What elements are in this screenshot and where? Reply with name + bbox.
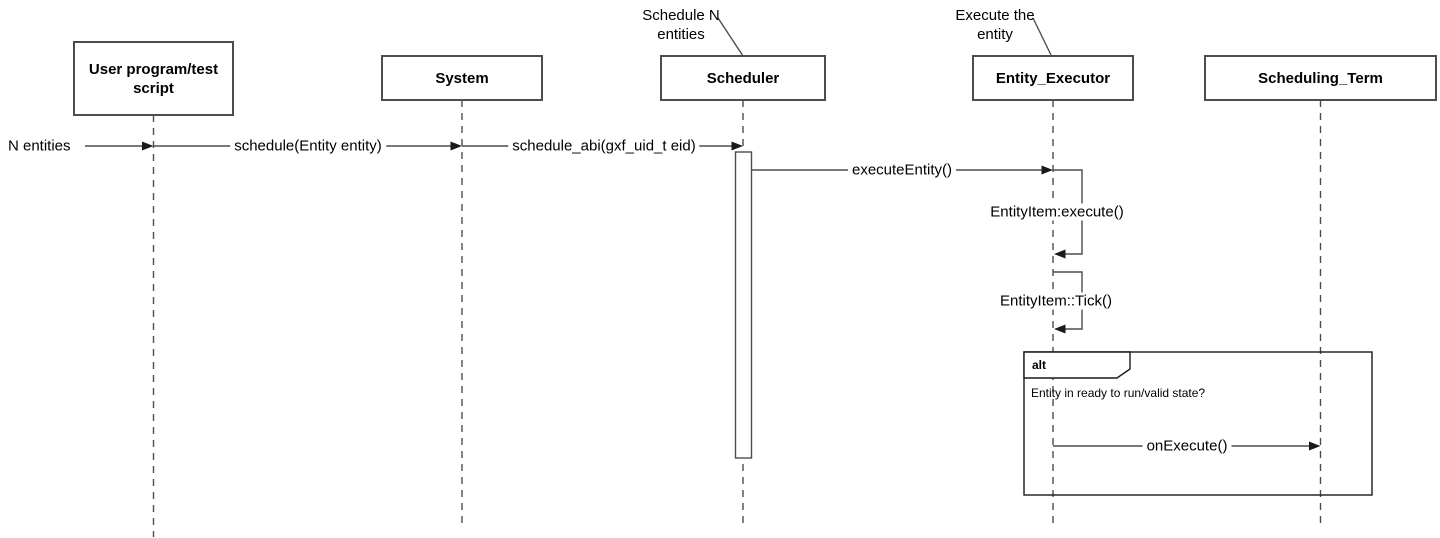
arrowhead-right-icon xyxy=(450,141,462,151)
annotation-schedule-n-entities: Schedule N entities xyxy=(642,7,720,43)
arrowhead-right-icon xyxy=(1041,165,1053,175)
message-label-schedule: schedule(Entity entity) xyxy=(230,137,386,155)
lifeline-head-entity-executor-box xyxy=(972,55,1134,101)
message-label-execute-entity: executeEntity() xyxy=(847,161,957,179)
message-label-on-execute: onExecute() xyxy=(1142,437,1232,455)
arrowhead-left-icon xyxy=(1054,249,1066,259)
lifeline-head-scheduling-term-label: Scheduling_Term xyxy=(1258,69,1383,87)
annotation-connector-entity-executor xyxy=(1032,17,1052,56)
alt-fragment-tab xyxy=(1023,351,1131,379)
lifeline-head-entity-executor-label: Entity_Executor xyxy=(995,69,1111,87)
alt-operator-label: alt xyxy=(1032,358,1047,372)
arrowhead-left-icon xyxy=(1054,324,1066,334)
message-label-entityitem-execute: EntityItem:execute() xyxy=(986,203,1128,221)
lifeline-head-scheduler-label: Scheduler xyxy=(706,69,780,87)
message-label-n-entities: N entities xyxy=(8,137,71,155)
annotation-connector-scheduler xyxy=(717,17,744,57)
annotation-execute-the-entity: Execute the entity xyxy=(955,7,1035,43)
message-label-entityitem-tick: EntityItem::Tick() xyxy=(996,292,1116,310)
message-line-n-entities xyxy=(85,141,154,151)
lifeline-head-system-box xyxy=(381,55,543,101)
lifeline-head-scheduling-term-box xyxy=(1204,55,1437,101)
arrowhead-right-icon xyxy=(731,141,743,151)
arrowhead-right-icon xyxy=(142,141,154,151)
lifeline-head-system-label: System xyxy=(435,69,489,87)
lifeline-head-user-program-label: User program/test script xyxy=(88,60,219,97)
alt-fragment-box xyxy=(1023,351,1373,496)
message-label-schedule-abi: schedule_abi(gxf_uid_t eid) xyxy=(508,137,700,155)
arrowhead-right-icon xyxy=(1309,441,1321,451)
lifeline-head-user-program-box xyxy=(73,41,234,116)
activation-bar-scheduler xyxy=(734,151,753,459)
alt-condition-label: Entity in ready to run/valid state? xyxy=(1031,386,1206,400)
